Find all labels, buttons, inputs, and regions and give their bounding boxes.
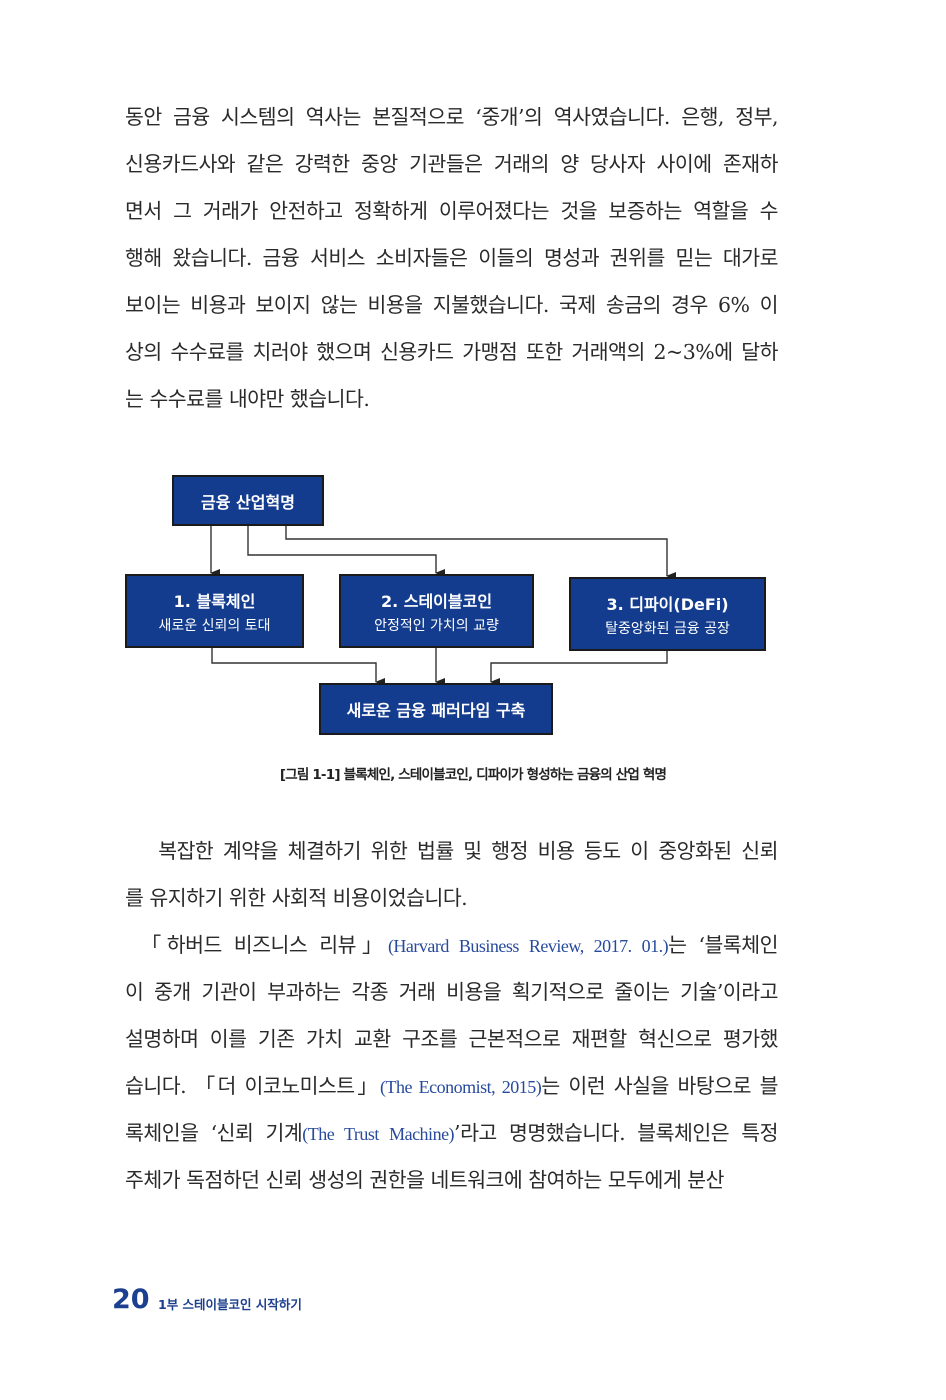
text-line: 를 유지하기 위한 사회적 비용이었습니다. [125, 883, 778, 913]
text-line: 주체가 독점하던 신뢰 생성의 권한을 네트워크에 참여하는 모두에게 분산 [125, 1165, 778, 1195]
diagram-box-stablecoin: 2. 스테이블코인 안정적인 가치의 교량 [339, 574, 534, 648]
body-text: 행해 왔습니다. 금융 서비스 소비자들은 이들의 명성과 권위를 믿는 대가로 [125, 246, 779, 270]
box-subtitle: 안정적인 가치의 교량 [374, 617, 499, 634]
diagram-bottom-box: 새로운 금융 패러다임 구축 [319, 683, 553, 735]
text-line: 동안 금융 시스템의 역사는 본질적으로 ‘중개’의 역사였습니다. 은행, 정… [125, 102, 779, 132]
body-text: 는 이런 사실을 바탕으로 블 [541, 1074, 779, 1098]
diagram-top-box: 금융 산업혁명 [172, 475, 324, 526]
body-text: 습니다. 「더 이코노미스트」 [125, 1074, 381, 1098]
body-text: 「하버드 비즈니스 리뷰」 [125, 933, 388, 957]
text-line: 신용카드사와 같은 강력한 중앙 기관들은 거래의 양 당사자 사이에 존재하 [125, 149, 779, 179]
text-line: 상의 수수료를 치러야 했으며 신용카드 가맹점 또한 거래액의 2~3%에 달… [125, 337, 779, 367]
text-line: 습니다. 「더 이코노미스트」(The Economist, 2015)는 이런… [125, 1071, 779, 1102]
diagram-box-defi: 3. 디파이(DeFi) 탈중앙화된 금융 공장 [569, 577, 766, 651]
arrow-from-defi [490, 651, 668, 686]
body-text: 보이는 비용과 보이지 않는 비용을 지불했습니다. 국제 송금의 경우 6% … [125, 293, 779, 317]
figure-caption: [그림 1-1] 블록체인, 스테이블코인, 디파이가 형성하는 금융의 산업 … [279, 767, 667, 783]
diagram-top-label: 금융 산업혁명 [201, 492, 295, 512]
page-number: 20 [112, 1284, 150, 1315]
body-text: 상의 수수료를 치러야 했으며 신용카드 가맹점 또한 거래액의 2~3%에 달… [125, 340, 779, 364]
text-line: 보이는 비용과 보이지 않는 비용을 지불했습니다. 국제 송금의 경우 6% … [125, 290, 779, 320]
text-line: 「하버드 비즈니스 리뷰」(Harvard Business Review, 2… [125, 930, 779, 961]
text-line: 이 중개 기관이 부과하는 각종 거래 비용을 획기적으로 줄이는 기술’이라고 [125, 977, 779, 1007]
arrow-from-blockchain [211, 648, 385, 686]
body-text: 설명하며 이를 기존 가치 교환 구조를 근본적으로 재편할 혁신으로 평가했 [125, 1027, 779, 1051]
diagram-bottom-label: 새로운 금융 패러다임 구축 [346, 701, 526, 720]
box-title: 3. 디파이(DeFi) [606, 594, 729, 614]
arrow-to-defi [285, 526, 676, 580]
text-line: 복잡한 계약을 체결하기 위한 법률 및 행정 비용 등도 이 중앙화된 신뢰 [125, 836, 778, 866]
body-text: 이 중개 기관이 부과하는 각종 거래 비용을 획기적으로 줄이는 기술’이라고 [125, 980, 779, 1004]
box-title: 2. 스테이블코인 [380, 591, 493, 611]
body-text: 신용카드사와 같은 강력한 중앙 기관들은 거래의 양 당사자 사이에 존재하 [125, 152, 779, 176]
diagram-arrows [210, 526, 676, 686]
body-text: 복잡한 계약을 체결하기 위한 법률 및 행정 비용 등도 이 중앙화된 신뢰 [125, 839, 778, 863]
body-text: 를 유지하기 위한 사회적 비용이었습니다. [125, 886, 468, 910]
body-text: 주체가 독점하던 신뢰 생성의 권한을 네트워크에 참여하는 모두에게 분산 [125, 1168, 724, 1192]
citation-text: (Harvard Business Review, 2017. 01.) [387, 936, 669, 956]
citation-text: (The Trust Machine) [302, 1124, 455, 1144]
box-subtitle: 탈중앙화된 금융 공장 [605, 620, 730, 637]
chapter-title: 1부 스테이블코인 시작하기 [158, 1297, 302, 1312]
text-line: 는 수수료를 내야만 했습니다. [125, 384, 778, 414]
body-text: 록체인을 ‘신뢰 기계 [125, 1121, 303, 1145]
text-line: 설명하며 이를 기존 가치 교환 구조를 근본적으로 재편할 혁신으로 평가했 [125, 1024, 779, 1054]
body-text: 면서 그 거래가 안전하고 정확하게 이루어졌다는 것을 보증하는 역할을 수 [125, 199, 779, 223]
box-title: 1. 블록체인 [173, 591, 256, 611]
text-line: 면서 그 거래가 안전하고 정확하게 이루어졌다는 것을 보증하는 역할을 수 [125, 196, 779, 226]
citation-text: (The Economist, 2015) [380, 1077, 542, 1097]
diagram-box-blockchain: 1. 블록체인 새로운 신뢰의 토대 [125, 574, 304, 648]
body-text: 는 ‘블록체인 [668, 933, 778, 957]
arrow-to-stablecoin [247, 526, 445, 577]
body-text: ’라고 명명했습니다. 블록체인은 특정 [454, 1121, 778, 1145]
text-line: 록체인을 ‘신뢰 기계(The Trust Machine)’라고 명명했습니다… [125, 1118, 778, 1149]
box-subtitle: 새로운 신뢰의 토대 [158, 617, 271, 634]
body-text: 동안 금융 시스템의 역사는 본질적으로 ‘중개’의 역사였습니다. 은행, 정… [125, 105, 779, 129]
text-line: 행해 왔습니다. 금융 서비스 소비자들은 이들의 명성과 권위를 믿는 대가로 [125, 243, 779, 273]
body-text: 는 수수료를 내야만 했습니다. [125, 387, 370, 411]
